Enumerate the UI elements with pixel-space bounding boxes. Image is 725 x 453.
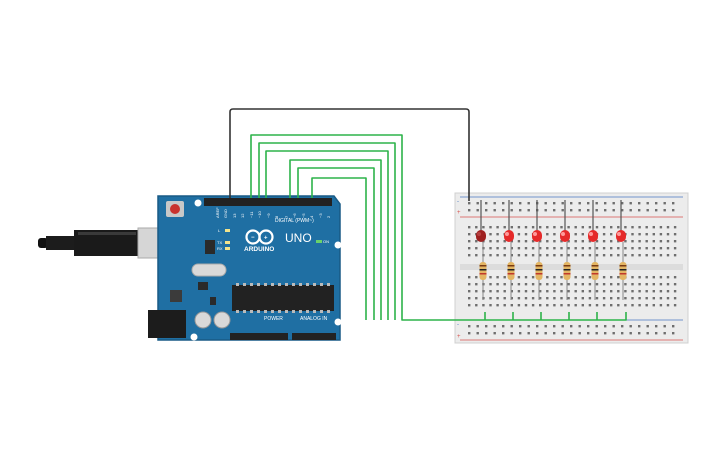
wires[interactable]: [229, 108, 627, 321]
led-5[interactable]: [588, 200, 599, 300]
mount-hole: [334, 318, 342, 326]
digital-label: DIGITAL (PWM~): [275, 218, 314, 224]
svg-text:~6: ~6: [292, 213, 297, 218]
svg-text:GND: GND: [223, 209, 228, 218]
tx-led: [225, 241, 230, 244]
led-4[interactable]: [560, 200, 571, 300]
mount-hole: [190, 333, 198, 341]
led-1[interactable]: [476, 200, 487, 300]
svg-text:+: +: [264, 236, 268, 242]
capacitor: [213, 311, 231, 329]
wire-pin11[interactable]: [265, 150, 389, 320]
svg-text:4: 4: [309, 215, 314, 218]
l-led: [225, 229, 230, 232]
power-header[interactable]: [230, 333, 288, 340]
uno-label: UNO: [285, 231, 312, 245]
led-array[interactable]: [476, 200, 627, 300]
svg-text:2: 2: [326, 215, 331, 218]
led-2[interactable]: [504, 200, 515, 300]
arduino-uno-board[interactable]: AREF GND 13 12 ~11 ~10 ~9 8 7 ~6 ~5 4 ~3…: [148, 195, 342, 341]
breadboard-holes[interactable]: [468, 202, 677, 335]
svg-text:~3: ~3: [318, 213, 323, 218]
rail-minus-label: -: [457, 322, 459, 328]
digital-header[interactable]: [204, 198, 332, 206]
svg-text:7: 7: [284, 215, 289, 218]
reset-button[interactable]: [166, 201, 184, 217]
atmega-chip: [232, 285, 334, 311]
wire-gnd[interactable]: [229, 108, 470, 201]
svg-text:~11: ~11: [249, 211, 254, 218]
header-pin-labels: AREF GND 13 12 ~11 ~10 ~9 8 7 ~6 ~5 4 ~3…: [215, 207, 331, 218]
wire-pin6[interactable]: [297, 167, 375, 320]
wire-drops[interactable]: [484, 312, 598, 320]
chip-pins: [236, 283, 330, 313]
mount-hole: [194, 199, 202, 207]
wire-pin13[interactable]: [250, 134, 627, 321]
small-chip: [210, 297, 216, 305]
analog-label: ANALOG IN: [300, 316, 328, 322]
rx-label: RX: [217, 246, 223, 251]
wire-pin12[interactable]: [258, 142, 396, 320]
rail-plus-label: +: [457, 334, 461, 340]
svg-text:AREF: AREF: [215, 207, 220, 218]
rail-minus-label: -: [457, 199, 459, 205]
svg-text:~10: ~10: [257, 210, 262, 218]
capacitor: [194, 311, 212, 329]
svg-text:12: 12: [240, 213, 245, 218]
on-led: [316, 240, 322, 243]
wire-pin4[interactable]: [311, 177, 367, 320]
arduino-logo-icon: − +: [245, 229, 274, 245]
rx-led: [225, 247, 230, 250]
rail-plus-label: +: [457, 210, 461, 216]
svg-text:13: 13: [232, 213, 237, 218]
power-label: POWER: [264, 316, 283, 322]
led-3[interactable]: [532, 200, 543, 300]
svg-text:8: 8: [274, 215, 279, 218]
svg-text:~5: ~5: [301, 213, 306, 218]
analog-header[interactable]: [292, 333, 336, 340]
l-label: L: [218, 228, 221, 233]
led-6[interactable]: [616, 200, 627, 300]
on-label: ON: [323, 239, 329, 244]
arduino-brand: ARDUINO: [244, 246, 274, 253]
svg-text:−: −: [251, 235, 255, 241]
wire-pin7[interactable]: [289, 159, 382, 320]
breadboard[interactable]: - + - +: [454, 192, 689, 344]
usb-chip: [205, 240, 215, 254]
power-jack[interactable]: [148, 310, 186, 338]
svg-text:~9: ~9: [266, 213, 271, 218]
regulator: [170, 290, 182, 302]
tx-label: TX: [217, 240, 222, 245]
mount-hole: [334, 241, 342, 249]
small-chip: [198, 282, 208, 290]
crystal: [191, 263, 227, 277]
